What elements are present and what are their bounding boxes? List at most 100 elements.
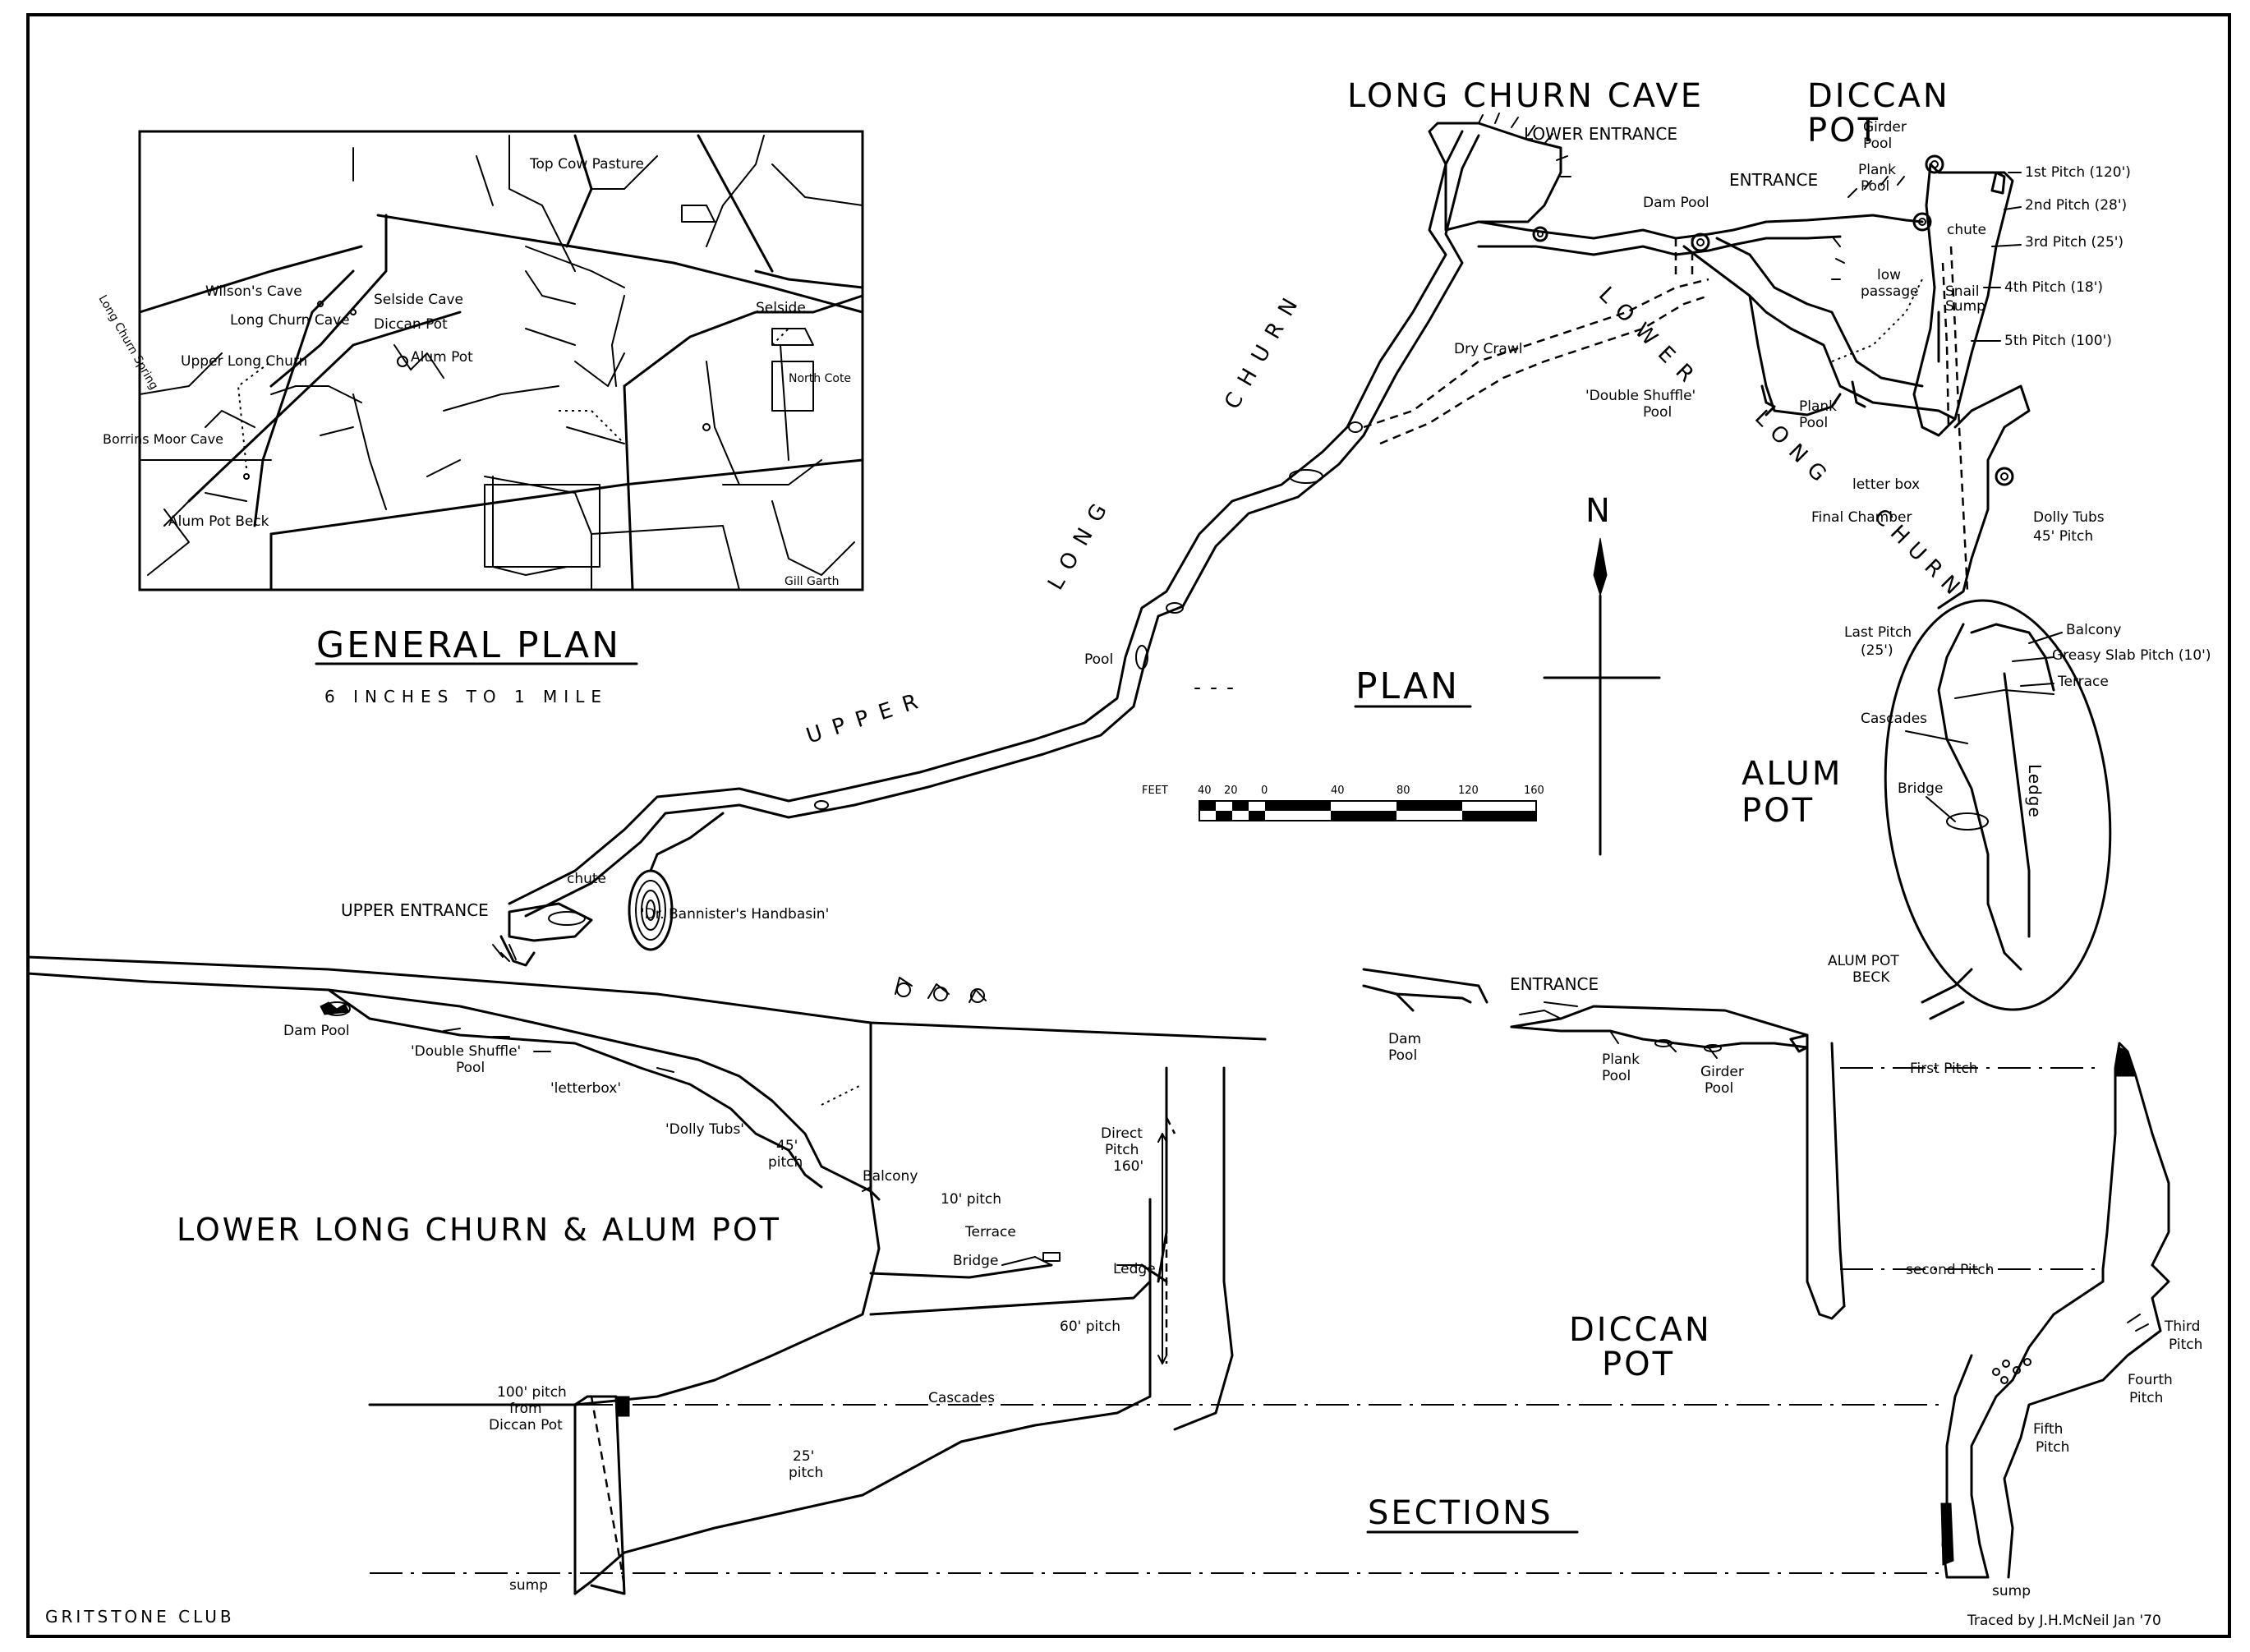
- gp-label-north-cote: North Cote: [789, 372, 851, 385]
- sec-label-cascades: Cascades: [928, 1390, 995, 1406]
- plan-label-last-pitch-2: (25'): [1861, 642, 1893, 659]
- scale-bar-unit: FEET: [1142, 785, 1168, 797]
- gp-label-top-cow-pasture: Top Cow Pasture: [529, 156, 644, 173]
- plan-label-snail-sump-2: Sump: [1945, 298, 1985, 315]
- plan-label-dam-pool: Dam Pool: [1643, 195, 1709, 211]
- section-diccan-pot: ENTRANCE Dam Pool Plank Pool Girder Pool…: [1362, 968, 2202, 1599]
- plan-heading-diccan-2: POT: [1807, 112, 1880, 150]
- plan-label-plank-pool-b-1: Plank: [1799, 398, 1837, 415]
- sec-label-double-shuffle-1: 'Double Shuffle': [411, 1043, 521, 1060]
- diccan-sec-sump: sump: [1992, 1583, 2031, 1599]
- sec-label-pitch100-3: Diccan Pot: [489, 1417, 563, 1433]
- plan-label-entrance: ENTRANCE: [1729, 170, 1818, 190]
- plan-label-balcony: Balcony: [2066, 622, 2121, 638]
- gp-label-diccan-pot: Diccan Pot: [374, 316, 448, 333]
- sec-label-terrace: Terrace: [964, 1224, 1016, 1240]
- dam-pool-marker: [1532, 226, 1548, 242]
- plan-label-dolly-tubs-1: Dolly Tubs: [2033, 509, 2105, 526]
- diccan-sec-title-1: DICCAN: [1569, 1311, 1712, 1349]
- plan-label-double-shuffle-2: Pool: [1643, 404, 1672, 421]
- gp-label-long-churn-cave: Long Churn Cave: [230, 312, 350, 329]
- scale-bar: FEET 40 20 0 40 80 120 160: [1142, 785, 1544, 821]
- diccan-sec-fourth-pitch-2: Pitch: [2129, 1390, 2163, 1406]
- plan-label-plank-pool-b-2: Pool: [1799, 415, 1828, 431]
- plan-heading-diccan-1: DICCAN: [1807, 77, 1950, 115]
- diccan-sec-dam-pool-1: Dam: [1388, 1031, 1421, 1047]
- plan-heading-long-churn: LONG CHURN CAVE: [1347, 77, 1704, 115]
- sec-label-ledge: Ledge: [1113, 1261, 1156, 1277]
- scale-tick-160: 160: [1524, 785, 1544, 797]
- diccan-sec-plank-pool-2: Pool: [1602, 1068, 1631, 1084]
- sec-label-balcony: Balcony: [863, 1168, 918, 1185]
- sec-label-dolly-tubs: 'Dolly Tubs': [665, 1121, 744, 1138]
- gp-label-wilsons-cave: Wilson's Cave: [205, 283, 302, 300]
- general-plan-scale: 6 INCHES TO 1 MILE: [324, 687, 608, 706]
- scale-tick-20: 20: [1224, 785, 1238, 797]
- general-plan-inset: Top Cow Pasture Wilson's Cave Selside Ca…: [96, 130, 864, 706]
- plan-label-girder-pool-1: Girder: [1863, 119, 1907, 136]
- north-arrow-label: N: [1585, 492, 1613, 530]
- pitch-1: 1st Pitch (120'): [2025, 164, 2131, 181]
- pitch-2: 2nd Pitch (28'): [2025, 197, 2127, 214]
- diccan-sec-second-pitch: second Pitch: [1906, 1262, 1994, 1278]
- plan-label-plank-pool-a-2: Pool: [1861, 178, 1889, 195]
- plan-label-handbasin: 'Dr. Bannister's Handbasin': [641, 906, 829, 923]
- scale-tick-0: 0: [1261, 785, 1268, 797]
- plan-label-last-pitch-1: Last Pitch: [1844, 624, 1912, 641]
- plan-label-alum-pot-beck-2: BECK: [1852, 969, 1890, 986]
- plan-heading-alum-2: POT: [1742, 792, 1815, 830]
- sec-label-direct-pitch-3: 160': [1113, 1158, 1143, 1175]
- dry-crawl: [1363, 278, 1709, 429]
- plan-label-lower-entrance: LOWER ENTRANCE: [1524, 124, 1677, 144]
- diccan-sec-girder-pool-1: Girder: [1700, 1064, 1744, 1080]
- plan-label-double-shuffle-1: 'Double Shuffle': [1585, 388, 1696, 404]
- plan-label-low-passage-2: passage: [1861, 283, 1919, 300]
- lower-long-churn-main: [1477, 214, 1924, 240]
- gp-label-upper-long-churn: Upper Long Churn: [181, 353, 307, 370]
- sec-label-pitch100-1: 100' pitch: [497, 1384, 567, 1401]
- general-plan-frame: [138, 130, 864, 591]
- plan-label-dolly-tubs-2: 45' Pitch: [2033, 528, 2093, 545]
- scale-tick-40b: 40: [1331, 785, 1345, 797]
- sec-label-pitch100-2: from: [509, 1401, 542, 1417]
- pitch-5: 5th Pitch (100'): [2004, 333, 2112, 349]
- diccan-sec-title-2: POT: [1602, 1346, 1675, 1383]
- plan-label-pool: Pool: [1084, 651, 1113, 668]
- plan-label-plank-pool-a-1: Plank: [1858, 162, 1896, 178]
- north-arrow: N: [1543, 492, 1661, 856]
- sec-label-pitch45-1: 45': [776, 1138, 798, 1154]
- alum-pot-shaft-right-wall: [1173, 1066, 1234, 1431]
- diccan-sec-girder-pool-2: Pool: [1705, 1080, 1733, 1097]
- scale-tick-40a: 40: [1198, 785, 1212, 797]
- sheet-border: [26, 13, 2231, 1638]
- plan-label-alum-pot-beck-1: ALUM POT: [1828, 953, 1899, 969]
- pitch-4: 4th Pitch (18'): [2004, 279, 2103, 296]
- sec-label-sump: sump: [509, 1577, 548, 1594]
- general-plan-title: GENERAL PLAN: [316, 624, 621, 666]
- diccan-sec-fourth-pitch-1: Fourth: [2128, 1372, 2173, 1388]
- plan-label-chute: chute: [1947, 222, 1986, 238]
- gp-label-selside-cave: Selside Cave: [374, 292, 463, 308]
- gp-label-gill-garth: Gill Garth: [785, 575, 840, 588]
- gp-label-selside: Selside: [756, 300, 806, 316]
- plan-label-bridge: Bridge: [1898, 780, 1943, 797]
- plan-label-final-chamber: Final Chamber: [1811, 509, 1912, 526]
- sec-label-pitch60: 60' pitch: [1060, 1318, 1120, 1335]
- sec-label-letterbox: 'letterbox': [550, 1080, 621, 1097]
- diccan-sec-third-pitch-2: Pitch: [2169, 1337, 2202, 1353]
- gp-label-alum-pot: Alum Pot: [411, 349, 473, 366]
- diccan-pitch-list: 1st Pitch (120') 2nd Pitch (28') 3rd Pit…: [1971, 164, 2131, 349]
- pitch-3: 3rd Pitch (25'): [2025, 234, 2123, 251]
- plan-churn-label: CHURN: [1220, 284, 1309, 413]
- plan-label-cascades: Cascades: [1861, 711, 1927, 727]
- gp-label-borrins-moor-cave: Borrins Moor Cave: [103, 431, 223, 447]
- scale-tick-80: 80: [1396, 785, 1410, 797]
- diccan-sec-third-pitch-1: Third: [2164, 1318, 2200, 1335]
- sec-label-bridge: Bridge: [953, 1253, 998, 1269]
- sec-label-double-shuffle-2: Pool: [456, 1060, 485, 1076]
- diccan-sec-plank-pool-1: Plank: [1602, 1051, 1640, 1068]
- footer-club: GRITSTONE CLUB: [45, 1607, 235, 1627]
- diccan-sec-dam-pool-2: Pool: [1388, 1047, 1417, 1064]
- plan-label-upper-entrance: UPPER ENTRANCE: [341, 900, 489, 920]
